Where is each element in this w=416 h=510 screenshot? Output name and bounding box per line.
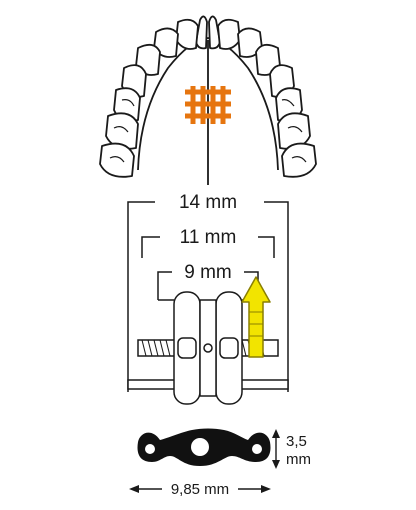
molar-cusps	[109, 99, 307, 163]
dimension-label-11mm: 11 mm	[180, 227, 237, 248]
thickness-dimension	[272, 429, 280, 469]
upper-jaw-icon	[99, 15, 317, 185]
dimension-label-14mm: 14 mm	[179, 192, 237, 213]
thickness-unit: mm	[286, 451, 311, 468]
expander-screw-icon	[127, 291, 289, 405]
palatal-expander-icon	[185, 86, 231, 124]
dimension-lines	[127, 201, 289, 392]
activation-arrow-icon	[241, 276, 271, 358]
length-dimension	[129, 485, 271, 493]
length-label: 9,85 mm	[171, 481, 229, 498]
dimension-label-9mm: 9 mm	[184, 262, 232, 283]
chain-link-icon	[137, 428, 271, 466]
thickness-value: 3,5	[286, 433, 307, 450]
